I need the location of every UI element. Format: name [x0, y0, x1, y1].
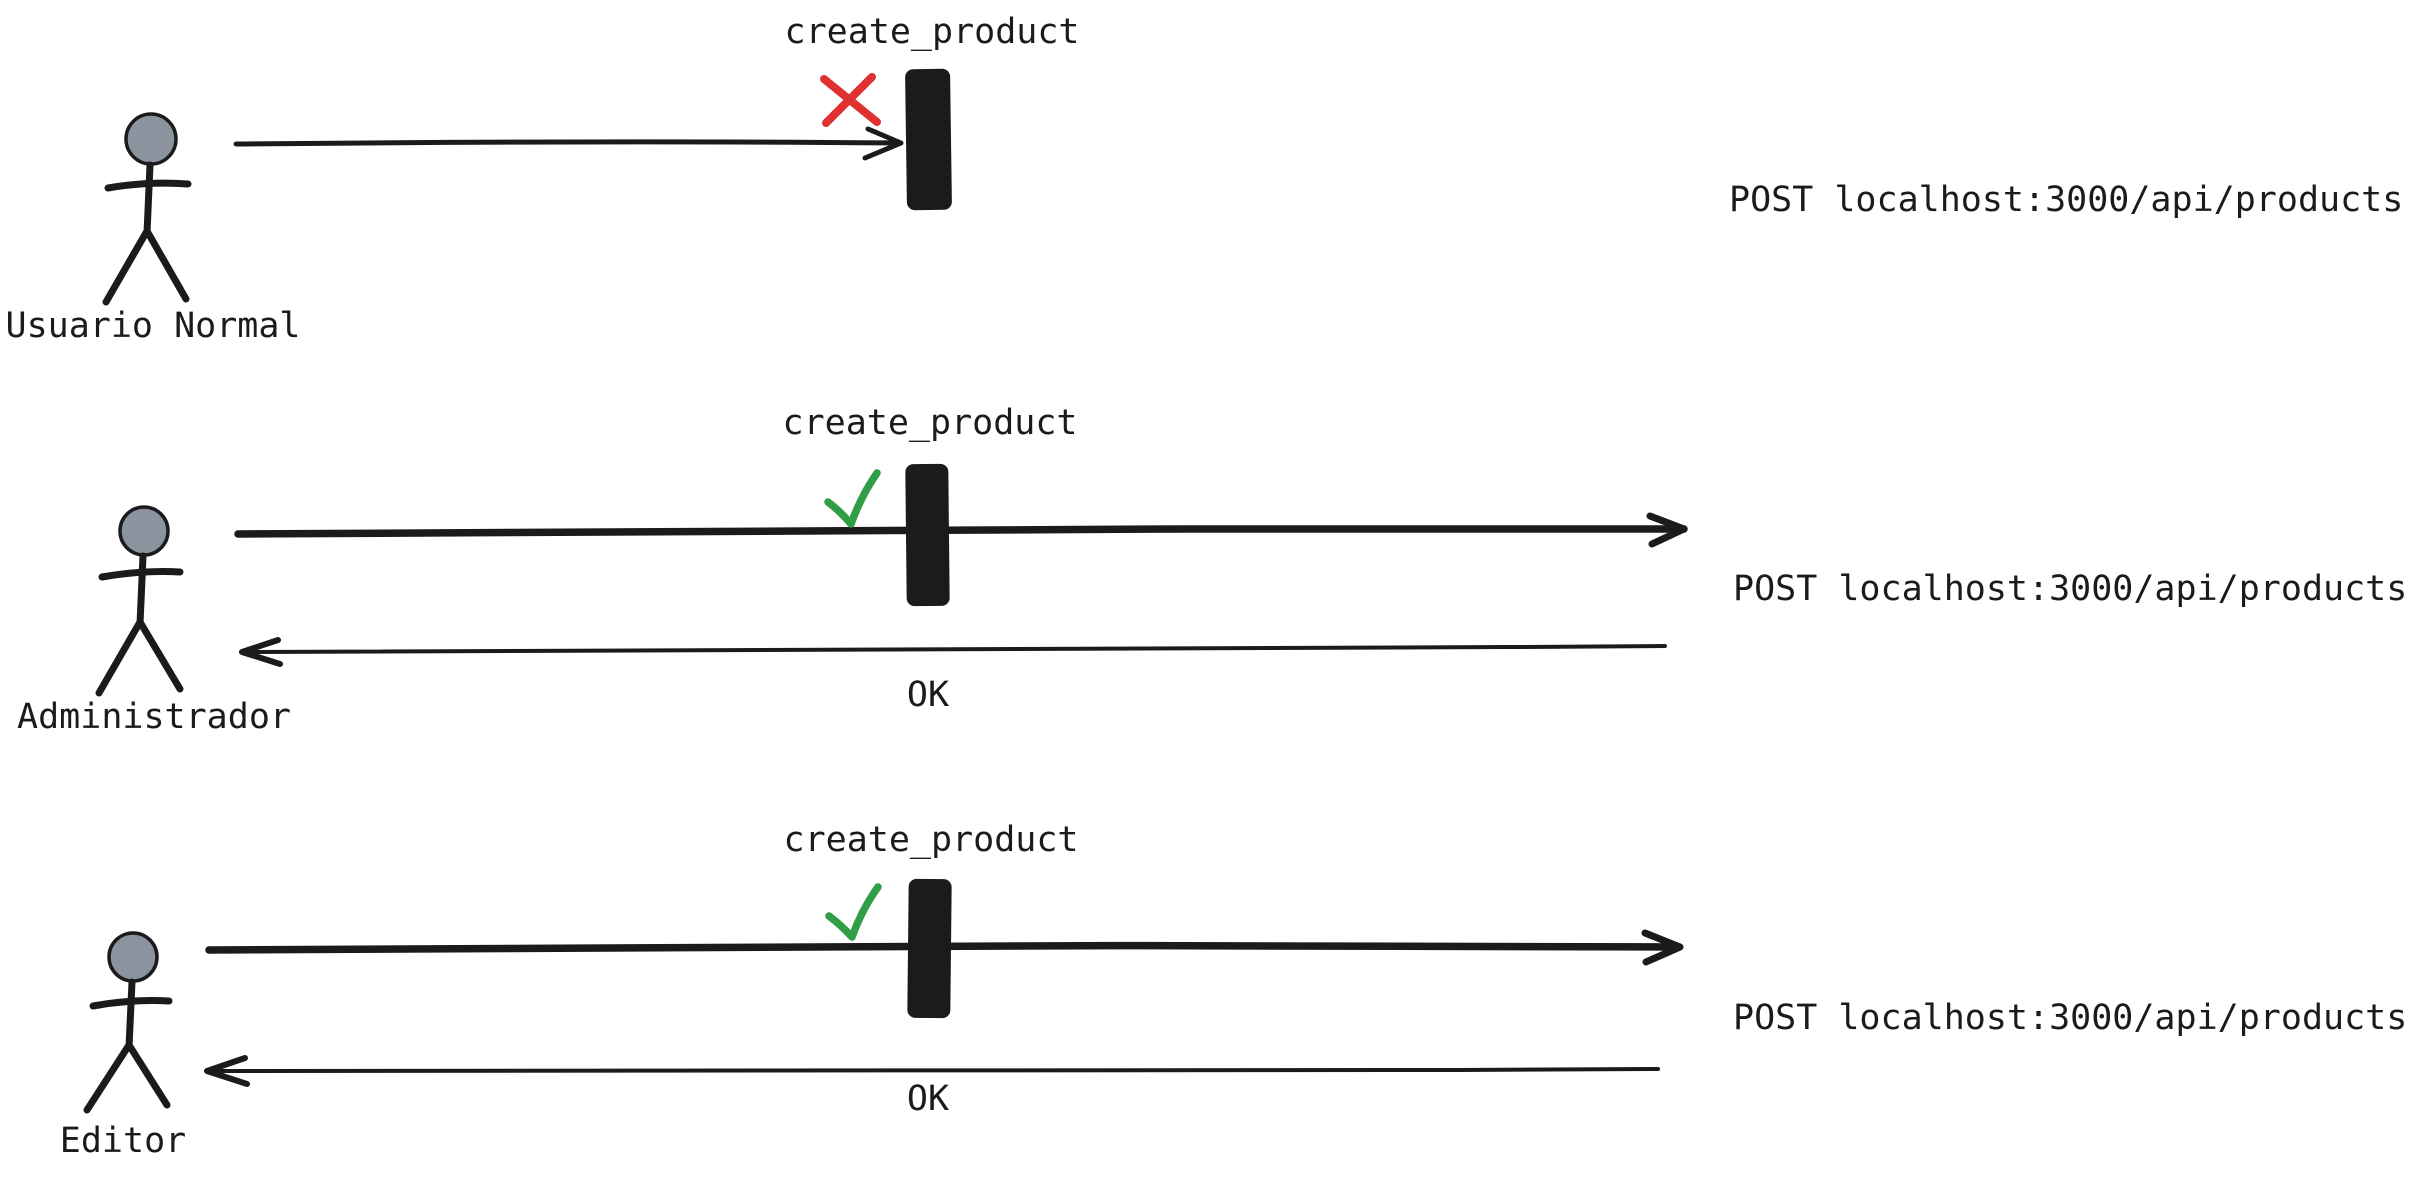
row2-request-arrow-line — [234, 524, 1688, 538]
row1-actor-figure — [102, 112, 192, 306]
row2-actor-label: Administrador — [17, 697, 291, 737]
denied-x-icon — [820, 73, 881, 127]
actor-head-icon — [124, 112, 178, 166]
actor-head-icon — [107, 931, 159, 983]
row1-actor-label: Usuario Normal — [5, 306, 301, 346]
row2-response-arrowhead-icon — [239, 637, 283, 667]
row1-endpoint-label: POST localhost:3000/api/products — [1729, 180, 2404, 220]
row2-request-arrowhead-icon — [1646, 512, 1688, 548]
row2-endpoint-label: POST localhost:3000/api/products — [1733, 569, 2408, 609]
row3-actor-figure — [83, 931, 173, 1114]
actor-body-icon — [102, 161, 192, 306]
actor-head-icon — [118, 505, 170, 557]
row2-activation-bar — [905, 463, 950, 607]
row1-activation-bar — [905, 68, 952, 211]
allowed-check-icon — [825, 883, 882, 941]
allowed-check-icon — [824, 469, 881, 528]
row2-actor-figure — [95, 505, 184, 697]
row3-message-label: create_product — [783, 820, 1079, 860]
row1-message-label: create_product — [784, 12, 1080, 52]
row2-response-arrow-line — [244, 644, 1667, 654]
row2-message-label: create_product — [782, 403, 1078, 443]
row3-request-arrowhead-icon — [1641, 929, 1684, 966]
row3-response-arrow-line — [208, 1067, 1660, 1074]
row3-activation-bar — [907, 878, 952, 1019]
row1-request-arrowhead-icon — [862, 126, 904, 161]
row3-endpoint-label: POST localhost:3000/api/products — [1733, 998, 2408, 1038]
row3-response-label: OK — [906, 1079, 950, 1119]
row1-request-arrow-line — [233, 139, 900, 147]
row3-actor-label: Editor — [59, 1121, 187, 1161]
row2-response-label: OK — [906, 675, 950, 715]
actor-body-icon — [83, 978, 173, 1114]
row3-response-arrowhead-icon — [204, 1055, 250, 1087]
actor-body-icon — [95, 552, 184, 697]
